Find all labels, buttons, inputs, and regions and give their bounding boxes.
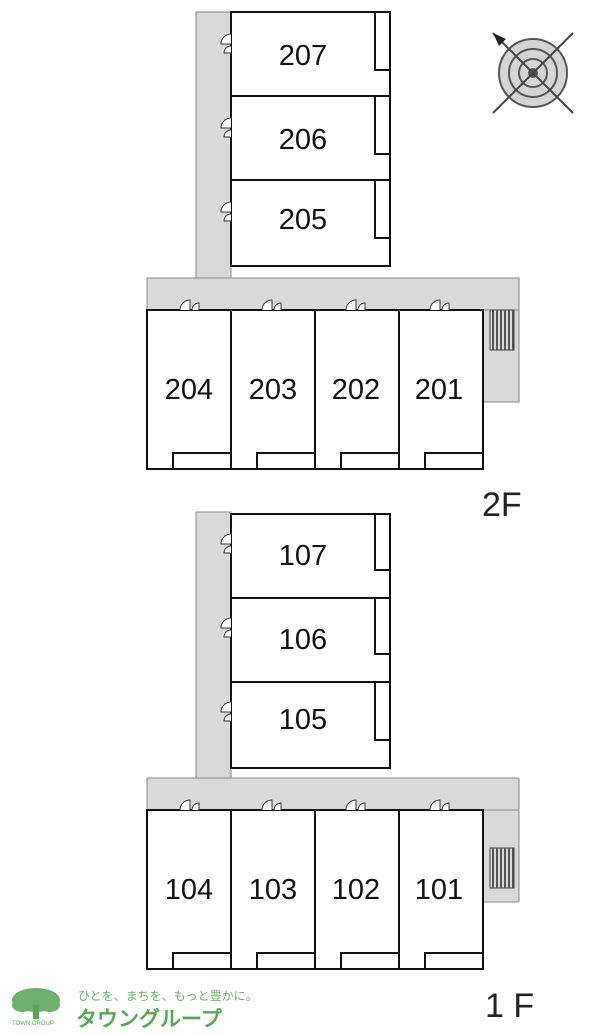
unit-number: 105 [279,704,327,736]
room-102: 102 [314,799,400,970]
unit-number: 203 [249,374,297,406]
door-icon [220,701,232,722]
door-icon [261,299,282,311]
unit-number: 201 [415,374,463,406]
stairs-icon [489,847,515,889]
room-205: 205 [220,179,391,267]
unit-number: 106 [279,624,327,656]
room-107: 107 [220,513,391,599]
stairs-icon [489,309,515,351]
unit-number: 204 [165,374,213,406]
company-logo: TOWN GROUP ひとを、まちを、もっと豊かに。 タウングループ [8,985,268,1031]
logo-name: タウングループ [76,1007,222,1031]
floor-1f: 107 106 105 104 103 [146,511,534,1025]
room-101: 101 [398,799,484,970]
door-icon [220,533,232,554]
room-204: 204 [146,299,232,470]
tree-logo-icon [12,988,60,1019]
room-206: 206 [220,95,391,181]
corridor-vertical [195,511,232,783]
door-icon [345,299,366,311]
unit-number: 103 [249,874,297,906]
door-icon [179,299,200,311]
floor-label: 2F [482,486,522,524]
logo-tagline: ひとを、まちを、もっと豊かに。 [78,989,258,1003]
corridor-horizontal [146,777,520,813]
unit-number: 101 [415,874,463,906]
door-icon [220,201,232,222]
floor-label: 1 F [485,987,534,1025]
unit-number: 206 [279,124,327,156]
door-icon [220,617,232,638]
room-106: 106 [220,597,391,683]
door-icon [220,33,232,54]
room-104: 104 [146,799,232,970]
room-201: 201 [398,299,484,470]
door-icon [261,799,282,811]
logo-english-name: TOWN GROUP [12,1021,54,1027]
room-105: 105 [220,681,391,769]
door-icon [345,799,366,811]
room-103: 103 [230,799,316,970]
unit-number: 104 [165,874,213,906]
floor-2f: 207 206 205 204 203 [146,11,522,524]
room-207: 207 [220,11,391,97]
unit-number: 102 [332,874,380,906]
unit-number: 107 [279,540,327,572]
door-icon [429,799,450,811]
compass-rose-icon [492,32,574,114]
corridor-vertical [195,11,232,281]
room-202: 202 [314,299,400,470]
unit-number: 205 [279,204,327,236]
door-icon [220,117,232,138]
corridor-horizontal [146,277,520,313]
door-icon [429,299,450,311]
unit-number: 202 [332,374,380,406]
unit-number: 207 [279,40,327,72]
door-icon [179,799,200,811]
room-203: 203 [230,299,316,470]
